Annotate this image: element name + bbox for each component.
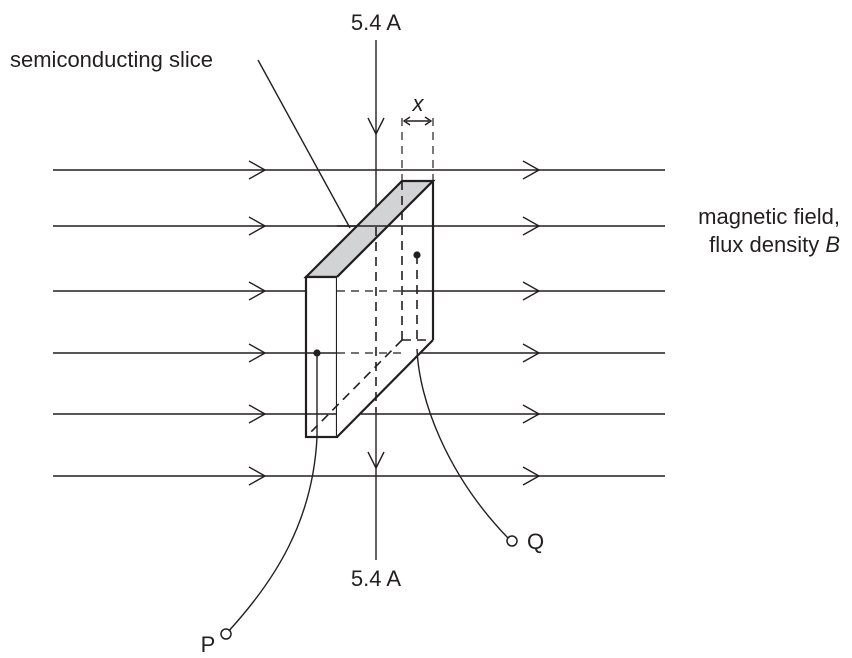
field-arrow-icon	[248, 466, 267, 486]
arrow-right-icon	[424, 116, 433, 126]
thickness-label: x	[412, 91, 425, 116]
current-arrow-down-icon	[367, 117, 385, 136]
field-arrow-icon	[522, 216, 541, 236]
field-arrowheads	[248, 160, 541, 486]
arrow-left-icon	[402, 116, 411, 126]
field-arrow-icon	[248, 343, 267, 363]
field-arrow-icon	[522, 160, 541, 180]
field-label-prefix: flux density	[709, 232, 825, 257]
probe-q-wire	[416, 348, 509, 539]
field-arrow-icon	[248, 404, 267, 424]
terminal-p-icon	[220, 628, 232, 640]
probe-p-wire	[225, 436, 318, 635]
slice-hidden-edge	[305, 339, 403, 438]
current-wire	[367, 40, 385, 560]
field-arrow-icon	[522, 404, 541, 424]
field-arrow-icon	[248, 281, 267, 301]
slice-front-face	[304, 275, 339, 439]
current-arrow-down-icon	[367, 451, 385, 470]
field-arrow-icon	[248, 216, 267, 236]
semiconducting-slice	[303, 116, 436, 439]
field-label-line2: flux density B	[709, 232, 840, 257]
slice-label: semiconducting slice	[10, 47, 213, 72]
slice-side-face	[337, 181, 433, 437]
probe-q	[413, 251, 518, 547]
terminal-p-label: P	[201, 632, 216, 657]
current-label-bottom: 5.4 A	[351, 566, 401, 591]
field-arrow-icon	[522, 343, 541, 363]
field-arrow-icon	[522, 281, 541, 301]
terminal-q-label: Q	[527, 529, 544, 554]
field-arrow-icon	[248, 160, 267, 180]
current-label-top: 5.4 A	[351, 10, 401, 35]
field-arrow-icon	[522, 466, 541, 486]
field-symbol-b: B	[825, 232, 840, 257]
probe-p	[220, 349, 321, 640]
slice-edge	[336, 180, 434, 278]
slice-label-leader	[257, 59, 351, 229]
terminal-q-icon	[506, 535, 518, 547]
field-label-line1: magnetic field,	[698, 204, 840, 229]
